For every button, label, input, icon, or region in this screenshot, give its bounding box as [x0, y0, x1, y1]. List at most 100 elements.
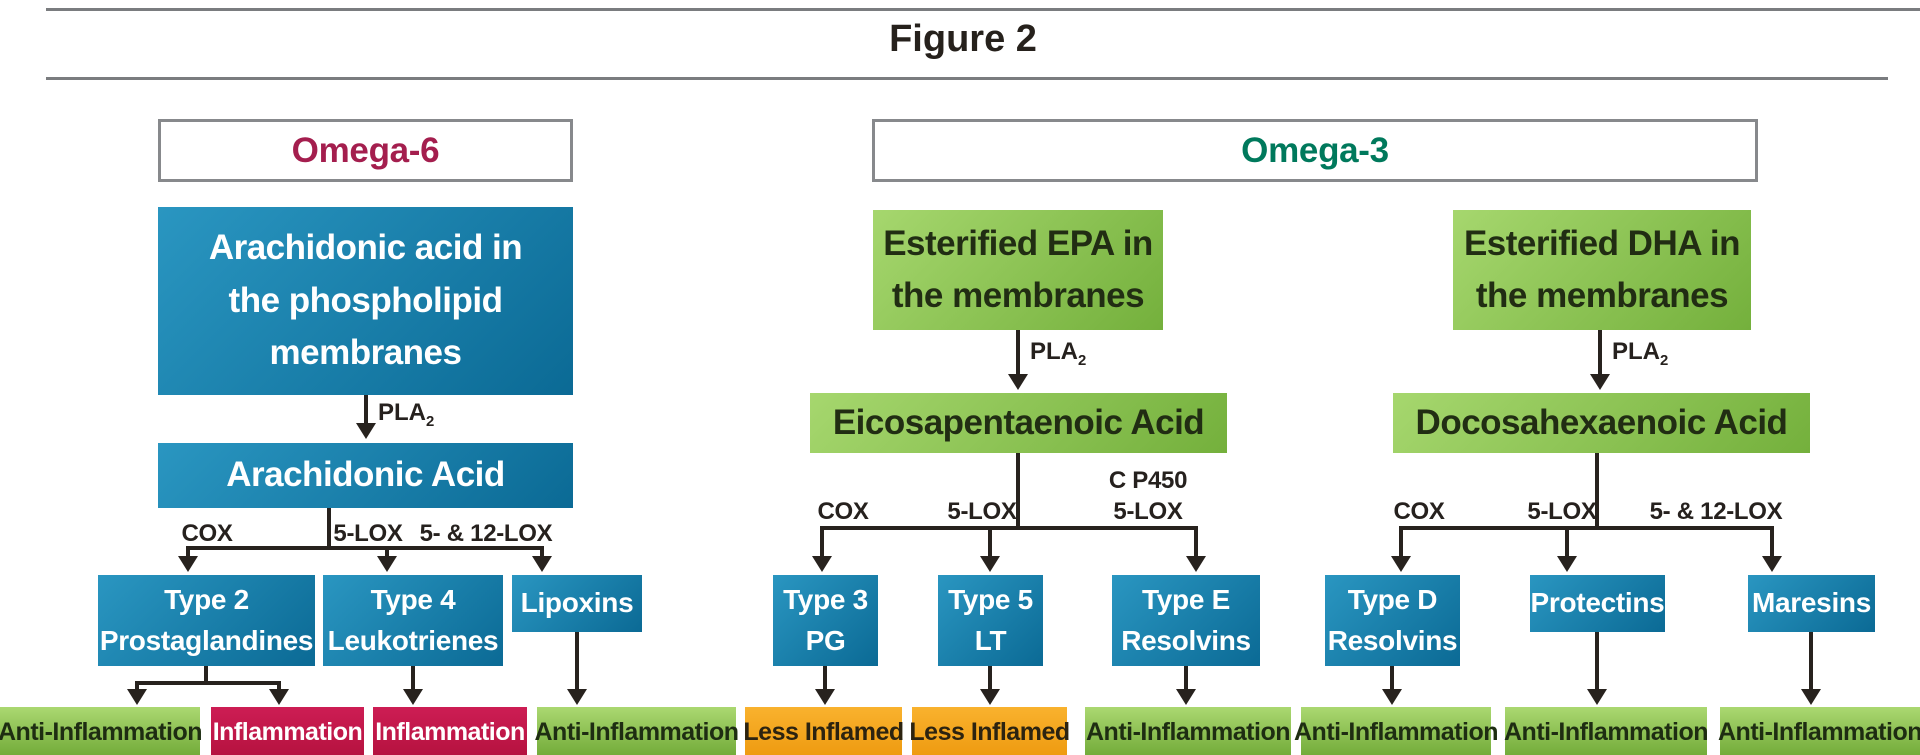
epa-pla2-sub: 2 [1078, 352, 1087, 369]
type2-split-line [135, 681, 281, 685]
aa-branch-stub [327, 508, 331, 550]
epa-branch-line [820, 526, 1198, 530]
protectins-box: Protectins [1530, 575, 1665, 632]
type5-line2: LT [974, 624, 1007, 656]
outcome-anti-inflammation-6: Anti-Inflammation [1718, 707, 1920, 755]
aa-acid-box: Arachidonic Acid [158, 443, 573, 508]
top-rule [46, 8, 1920, 11]
protectins-label: Protectins [1530, 587, 1665, 619]
type5-arrow-line [988, 666, 992, 692]
typeD-resolvins-box: Type D Resolvins [1325, 575, 1460, 666]
dha-cox-arrow-line [1399, 526, 1403, 558]
type2-split-stub [204, 666, 208, 685]
aa-pla2-base: PLA [378, 399, 426, 426]
dha-acid-label: Docosahexaenoic Acid [1415, 402, 1788, 442]
maresins-arrow-line [1809, 632, 1813, 692]
typeE-line1: Type E [1142, 583, 1230, 615]
omega6-header: Omega-6 [158, 119, 573, 182]
aa-pla2-arrowhead [356, 423, 376, 439]
epa-pla2-arrow-line [1016, 330, 1020, 376]
aa-cox-arrow-line [186, 546, 190, 558]
aa-pla2-label: PLA2 [378, 399, 434, 430]
dha-5lox-arrowhead [1557, 556, 1577, 572]
dha-5-12lox-arrowhead [1762, 556, 1782, 572]
aa-branch-line [186, 546, 544, 550]
epa-acid-box: Eicosapentaenoic Acid [810, 393, 1227, 453]
protectins-arrowhead [1587, 689, 1607, 705]
epa-cp450-5lox-label: 5-LOX [1113, 498, 1183, 525]
typeE-resolvins-box: Type E Resolvins [1112, 575, 1260, 666]
type3-arrow-line [823, 666, 827, 692]
maresins-arrowhead [1801, 689, 1821, 705]
dha-acid-box: Docosahexaenoic Acid [1393, 393, 1810, 453]
type3-arrowhead [815, 689, 835, 705]
omega3-header-label: Omega-3 [1241, 130, 1389, 170]
dha-membrane-line1: Esterified DHA in [1463, 223, 1741, 263]
aa-pla2-sub: 2 [426, 413, 435, 430]
type2-line1: Type 2 [164, 583, 249, 615]
dha-membrane-line2: the membranes [1475, 276, 1729, 315]
aa-membrane-line1: Arachidonic acid in [208, 228, 523, 268]
dha-branch-line [1399, 526, 1774, 530]
protectins-arrow-line [1595, 632, 1599, 692]
aa-pla2-arrow-line [364, 395, 368, 425]
type5-lt-box: Type 5 LT [938, 575, 1043, 666]
type2-right-arrowhead [269, 689, 289, 705]
type3-pg-box: Type 3 PG [773, 575, 878, 666]
epa-5lox-arrowhead [980, 556, 1000, 572]
aa-membrane-line3: membranes [269, 333, 462, 373]
type4-leukotrienes-box: Type 4 Leukotrienes [323, 575, 503, 666]
dha-cox-arrowhead [1391, 556, 1411, 572]
figure-title: Figure 2 [889, 18, 1037, 60]
epa-pla2-arrowhead [1008, 374, 1028, 390]
aa-5-12lox-arrowhead [532, 556, 552, 572]
typeD-line2: Resolvins [1327, 624, 1458, 656]
dha-pla2-label: PLA2 [1612, 338, 1668, 369]
dha-membrane-box: Esterified DHA in the membranes [1453, 210, 1751, 330]
epa-acid-label: Eicosapentaenoic Acid [832, 402, 1205, 442]
lipoxins-arrowhead [567, 689, 587, 705]
title-rule [46, 77, 1888, 80]
type2-right-arrow-line [277, 681, 281, 691]
aa-cox-arrowhead [178, 556, 198, 572]
epa-cp450-arrow-line [1194, 526, 1198, 558]
type5-line1: Type 5 [948, 583, 1033, 615]
typeE-arrow-line [1184, 666, 1188, 692]
epa-5lox-label: 5-LOX [947, 498, 1017, 525]
type2-line2: Prostaglandines [99, 624, 314, 656]
epa-cp450-arrowhead [1186, 556, 1206, 572]
aa-membrane-box: Arachidonic acid in the phospholipid mem… [158, 207, 573, 395]
dha-5-12lox-arrow-line [1770, 526, 1774, 558]
aa-5-12lox-arrow-line [540, 546, 544, 558]
aa-5lox-arrowhead [377, 556, 397, 572]
type2-left-arrowhead [127, 689, 147, 705]
type4-line1: Type 4 [370, 583, 456, 615]
outcome-anti-inflammation-1: Anti-Inflammation [0, 707, 203, 755]
dha-pla2-arrowhead [1590, 374, 1610, 390]
epa-membrane-line2: the membranes [891, 276, 1145, 315]
type5-arrowhead [980, 689, 1000, 705]
epa-branch-stub [1016, 453, 1020, 528]
outcome-inflammation-1: Inflammation [211, 707, 364, 755]
outcome-anti-inflammation-4: Anti-Inflammation [1294, 707, 1499, 755]
type4-line2: Leukotrienes [327, 624, 499, 656]
dha-5-12lox-label: 5- & 12-LOX [1649, 498, 1783, 525]
dha-pla2-sub: 2 [1660, 352, 1669, 369]
epa-pla2-label: PLA2 [1030, 338, 1086, 369]
lipoxins-label: Lipoxins [520, 587, 634, 619]
type4-arrow-line [411, 666, 415, 692]
aa-5lox-arrow-line [385, 546, 389, 558]
epa-pla2-base: PLA [1030, 338, 1078, 365]
aa-5-12lox-label: 5- & 12-LOX [419, 520, 553, 547]
type2-prostaglandines-box: Type 2 Prostaglandines [98, 575, 315, 666]
type4-arrowhead [403, 689, 423, 705]
typeE-arrowhead [1176, 689, 1196, 705]
type2-left-arrow-line [135, 681, 139, 691]
outcome-inflammation-2: Inflammation [373, 707, 527, 755]
dha-branch-stub [1595, 453, 1599, 528]
typeD-line1: Type D [1347, 583, 1438, 615]
omega6-header-label: Omega-6 [291, 130, 440, 170]
aa-acid-label: Arachidonic Acid [226, 455, 505, 495]
outcome-less-inflamed-2: Less Inflamed [909, 707, 1070, 755]
